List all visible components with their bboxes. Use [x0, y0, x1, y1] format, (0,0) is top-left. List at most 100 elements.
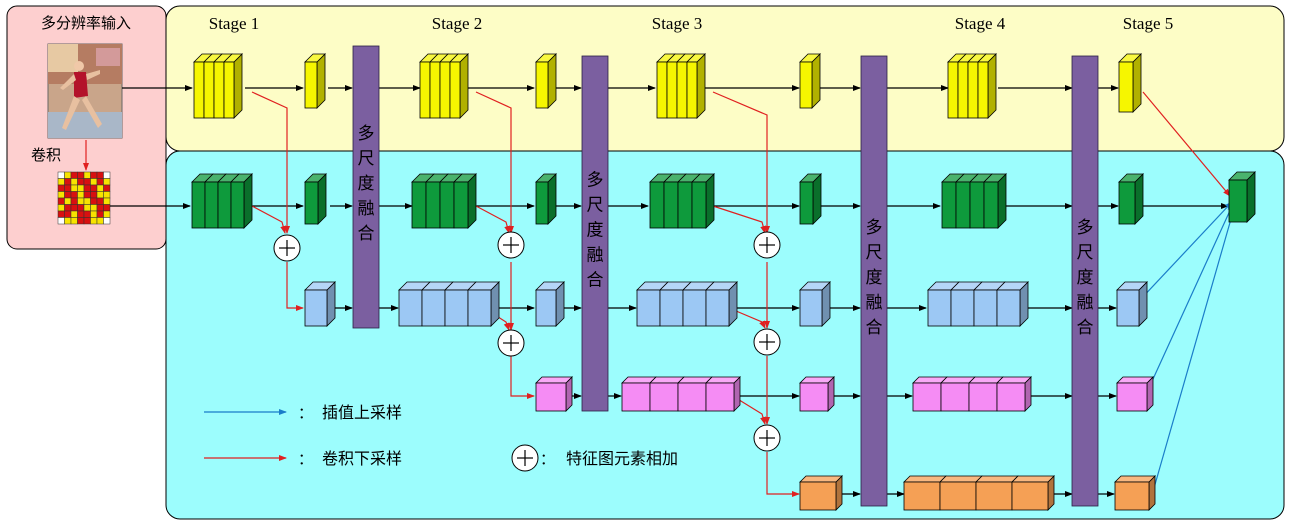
grid-cell [84, 179, 91, 186]
grid-cell [71, 198, 78, 205]
grid-cell [78, 179, 85, 186]
grid-cell [58, 185, 65, 192]
grid-cell [58, 218, 65, 225]
stage5-yellow-block [1119, 54, 1141, 112]
grid-cell [78, 211, 85, 218]
grid-cell [84, 192, 91, 199]
grid-cell [104, 179, 111, 186]
grid-cell [65, 192, 72, 199]
legend-add-icon [512, 445, 538, 471]
stage-5-label: Stage 5 [1123, 14, 1174, 33]
grid-cell [91, 179, 98, 186]
transition-yellow-block [536, 54, 556, 108]
stage4-blue-block [928, 282, 1028, 326]
add-circle [498, 330, 524, 356]
stage3-blue-block [637, 282, 737, 326]
transition-green-block [800, 174, 821, 224]
stage1-yellow-block [194, 54, 242, 118]
grid-cell [104, 205, 111, 212]
grid-cell [84, 205, 91, 212]
grid-cell [71, 172, 78, 179]
grid-cell [58, 179, 65, 186]
stage2-blue-block [399, 282, 499, 326]
fusion-label-char: 融 [1077, 293, 1094, 313]
grid-cell [65, 185, 72, 192]
stage5-blue-block [1117, 282, 1147, 326]
grid-cell [65, 205, 72, 212]
transition-blue-block [536, 282, 564, 326]
grid-cell [78, 205, 85, 212]
grid-cell [91, 211, 98, 218]
grid-cell [91, 198, 98, 205]
stage5-orange-block [1115, 476, 1155, 510]
transition-green-block [305, 174, 326, 224]
fusion-module-4: 多尺度融合 [1072, 56, 1098, 506]
grid-cell [104, 211, 111, 218]
grid-cell [91, 192, 98, 199]
legend-add-label: 特征图元素相加 [566, 449, 678, 468]
fusion-label-char: 多 [587, 171, 604, 191]
add-circle [498, 232, 524, 258]
legend-upsample-label: 插值上采样 [322, 403, 402, 422]
stage-3-label: Stage 3 [652, 14, 703, 33]
grid-cell [78, 192, 85, 199]
grid-cell [65, 218, 72, 225]
fusion-label-char: 度 [1077, 268, 1094, 288]
fusion-module-3: 多尺度融合 [861, 56, 887, 506]
grid-cell [84, 211, 91, 218]
grid-cell [78, 172, 85, 179]
grid-cell [97, 211, 104, 218]
grid-cell [71, 179, 78, 186]
top-panel [166, 6, 1284, 151]
grid-cell [84, 185, 91, 192]
legend-upsample-colon: ： [298, 404, 313, 422]
grid-cell [97, 185, 104, 192]
add-circle [754, 425, 780, 451]
fusion-label-char: 尺 [587, 196, 604, 216]
stage5-green-block [1119, 174, 1143, 224]
transition-green-block [536, 174, 556, 224]
fusion-label-char: 合 [1077, 318, 1094, 338]
input-title: 多分辨率输入 [41, 14, 131, 32]
grid-cell [104, 192, 111, 199]
grid-cell [104, 198, 111, 205]
fusion-label-char: 多 [358, 124, 375, 144]
stage1-green-block [192, 174, 252, 228]
grid-cell [97, 192, 104, 199]
grid-cell [84, 172, 91, 179]
fusion-label-char: 尺 [358, 149, 375, 169]
add-circle [754, 329, 780, 355]
grid-cell [97, 172, 104, 179]
fusion-label-char: 多 [866, 218, 883, 238]
fusion-label-char: 度 [358, 174, 375, 194]
grid-cell [65, 172, 72, 179]
stage3-yellow-block [657, 54, 705, 118]
grid-cell [84, 218, 91, 225]
grid-cell [78, 218, 85, 225]
grid-cell [71, 192, 78, 199]
fusion-label-char: 度 [587, 221, 604, 241]
grid-cell [104, 218, 111, 225]
grid-cell [71, 211, 78, 218]
stage4-pink-block [913, 377, 1031, 411]
fusion-label-char: 融 [358, 199, 375, 219]
stage-4-label: Stage 4 [955, 14, 1006, 33]
grid-cell [97, 205, 104, 212]
stage4-yellow-block [948, 54, 996, 118]
fusion-label-char: 合 [866, 318, 883, 338]
grid-cell [97, 179, 104, 186]
grid-cell [84, 198, 91, 205]
fusion-label-char: 合 [587, 271, 604, 291]
fusion-label-char: 合 [358, 224, 375, 244]
grid-cell [91, 218, 98, 225]
grid-cell [71, 218, 78, 225]
grid-cell [78, 198, 85, 205]
fusion-label-char: 融 [866, 293, 883, 313]
transition-pink-block [800, 377, 834, 411]
fusion-label-char: 尺 [1077, 243, 1094, 263]
fusion-label-char: 度 [866, 268, 883, 288]
fusion-module-2: 多尺度融合 [582, 56, 608, 411]
transition-blue-block [800, 282, 830, 326]
add-circle [274, 235, 300, 261]
